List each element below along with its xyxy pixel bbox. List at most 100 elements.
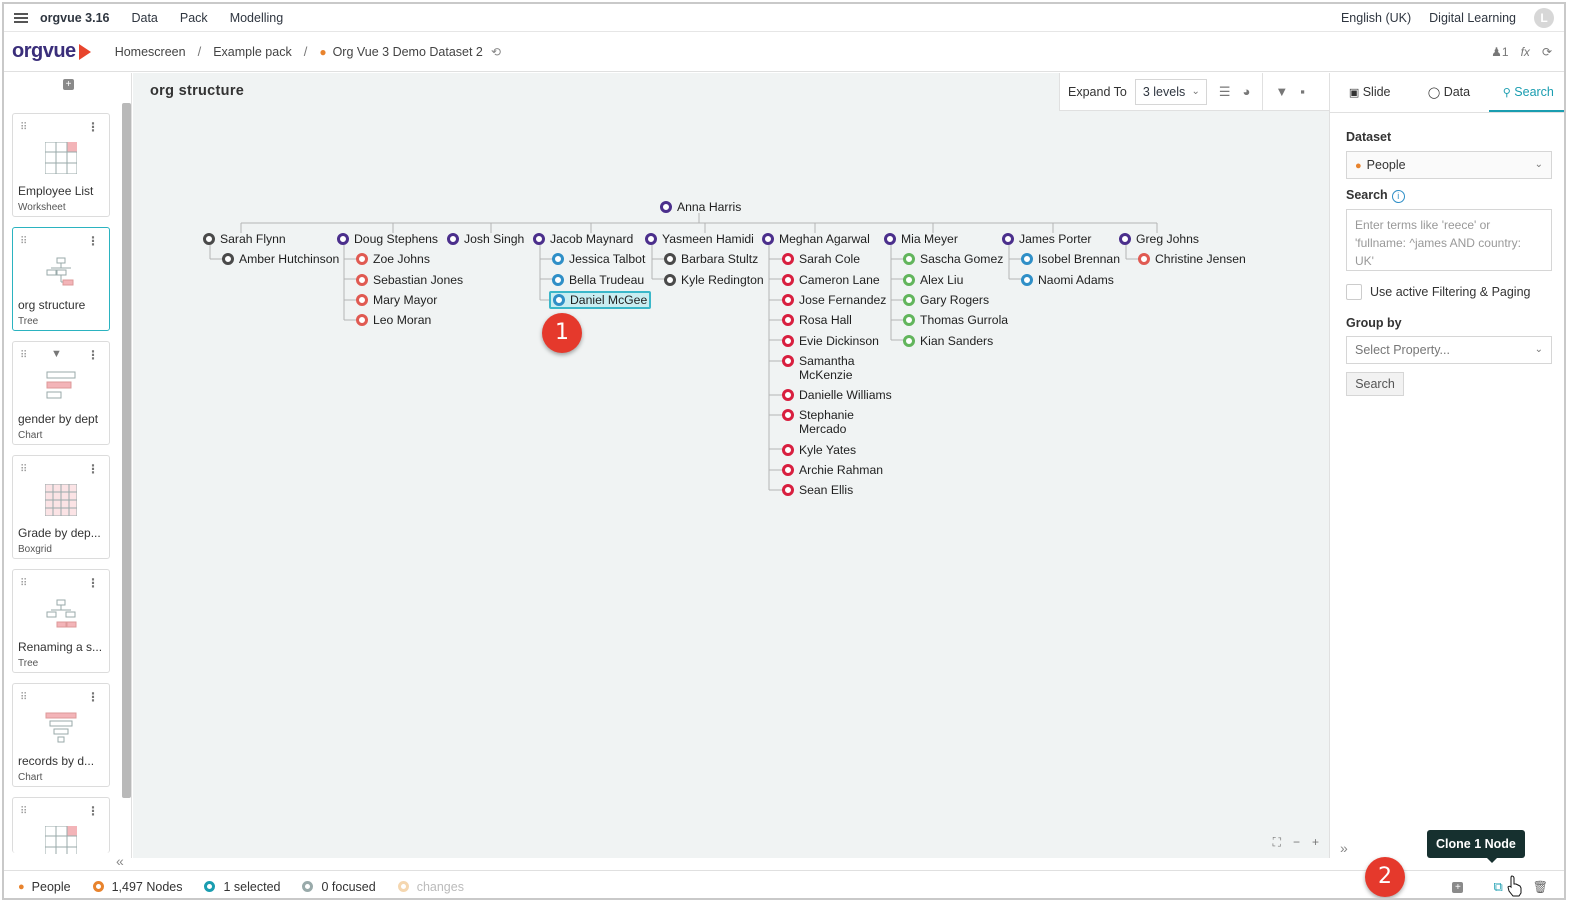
tree-node[interactable]: Zoe Johns: [356, 252, 430, 266]
drag-handle-icon[interactable]: ⠿: [20, 806, 27, 817]
tree-node[interactable]: Mary Mayor: [356, 293, 437, 307]
slide-card-grade-by-dept[interactable]: ⠿ ⋮ Grade by dep... Boxgrid: [12, 455, 110, 559]
tree-node[interactable]: Christine Jensen: [1138, 252, 1246, 266]
filtering-checkbox[interactable]: [1346, 284, 1362, 300]
search-button[interactable]: Search: [1346, 372, 1404, 396]
info-icon[interactable]: i: [1391, 190, 1405, 203]
menu-modelling[interactable]: Modelling: [229, 10, 284, 25]
kebab-menu-icon[interactable]: ⋮: [87, 120, 99, 134]
delete-icon[interactable]: 🗑: [1532, 880, 1548, 894]
zoom-out-icon[interactable]: −: [1292, 835, 1300, 849]
tree-canvas[interactable]: org structure Expand To 3 levels ⌄ ☰ ◕ ▼…: [133, 72, 1329, 858]
slide-card-records-by-dept[interactable]: ⠿ ⋮ records by d... Chart: [12, 683, 110, 787]
tree-node[interactable]: Leo Moran: [356, 313, 431, 327]
hamburger-menu-icon[interactable]: [14, 12, 28, 23]
tree-node[interactable]: Gary Rogers: [903, 293, 989, 307]
formula-icon[interactable]: fx: [1520, 45, 1530, 59]
add-slide-icon[interactable]: +: [63, 79, 74, 90]
tree-node[interactable]: James Porter: [1002, 232, 1091, 246]
tab-data[interactable]: ◯ Data: [1409, 73, 1488, 112]
palette-icon[interactable]: ◕: [1242, 84, 1251, 99]
digital-learning-link[interactable]: Digital Learning: [1429, 11, 1516, 25]
drag-handle-icon[interactable]: ⠿: [20, 578, 27, 589]
tree-node[interactable]: Alex Liu: [903, 273, 963, 287]
tree-node[interactable]: Sarah Flynn: [203, 232, 286, 246]
add-node-icon[interactable]: +: [1452, 881, 1464, 893]
menu-data[interactable]: Data: [131, 10, 158, 25]
comment-icon[interactable]: ▪: [1300, 84, 1305, 99]
tab-search[interactable]: ⚲ Search: [1488, 73, 1564, 112]
drag-handle-icon[interactable]: ⠿: [20, 350, 27, 361]
users-icon[interactable]: ♟1: [1491, 45, 1509, 59]
tree-node[interactable]: Kyle Redington: [664, 273, 764, 287]
dataset-select[interactable]: ●People ⌄: [1346, 151, 1552, 179]
list-icon[interactable]: ☰: [1218, 83, 1231, 99]
tree-node[interactable]: Sarah Cole: [782, 252, 860, 266]
avatar[interactable]: L: [1534, 8, 1554, 28]
sync-icon[interactable]: ⟳: [1541, 45, 1552, 59]
tree-node[interactable]: Samantha McKenzie: [782, 354, 869, 382]
tree-node[interactable]: Rosa Hall: [782, 313, 852, 327]
fit-to-screen-icon[interactable]: ⛶: [1272, 835, 1281, 849]
sidebar-scrollbar[interactable]: [122, 103, 131, 798]
drag-handle-icon[interactable]: ⠿: [20, 236, 27, 247]
menu-pack[interactable]: Pack: [179, 10, 208, 25]
kebab-menu-icon[interactable]: ⋮: [87, 804, 99, 818]
zoom-in-icon[interactable]: +: [1311, 835, 1319, 849]
tree-node[interactable]: Meghan Agarwal: [762, 232, 870, 246]
group-by-select[interactable]: Select Property... ⌄: [1346, 336, 1552, 364]
tree-node[interactable]: Kian Sanders: [903, 334, 993, 348]
status-nodes[interactable]: 1,497 Nodes: [92, 880, 182, 894]
slide-card-org-structure[interactable]: ⠿ ⋮ org structure Tree: [12, 227, 110, 331]
tree-node[interactable]: Josh Singh: [447, 232, 524, 246]
tree-node-selected[interactable]: Daniel McGee: [549, 291, 652, 309]
tree-node[interactable]: Danielle Williams: [782, 388, 892, 402]
tree-node[interactable]: Jessica Talbot: [552, 252, 645, 266]
tree-node[interactable]: Bella Trudeau: [552, 273, 644, 287]
tree-node[interactable]: Sebastian Jones: [356, 273, 463, 287]
drag-handle-icon[interactable]: ⠿: [20, 692, 27, 703]
tree-node[interactable]: Mia Meyer: [884, 232, 958, 246]
breadcrumb-dataset[interactable]: Org Vue 3 Demo Dataset 2: [332, 44, 483, 59]
tree-node[interactable]: Isobel Brennan: [1021, 252, 1120, 266]
drag-handle-icon[interactable]: ⠿: [20, 464, 27, 475]
kebab-menu-icon[interactable]: ⋮: [87, 690, 99, 704]
tree-node[interactable]: Naomi Adams: [1021, 273, 1114, 287]
tree-node[interactable]: Jacob Maynard: [533, 232, 633, 246]
kebab-menu-icon[interactable]: ⋮: [87, 576, 99, 590]
language-selector[interactable]: English (UK): [1340, 11, 1412, 25]
tree-node[interactable]: Barbara Stultz: [664, 252, 758, 266]
tree-node[interactable]: Sascha Gomez: [903, 252, 1003, 266]
tree-node[interactable]: Sean Ellis: [782, 483, 853, 497]
breadcrumb-example-pack[interactable]: Example pack: [213, 44, 292, 59]
slide-card-renaming[interactable]: ⠿ ⋮ Renaming a s... Tree: [12, 569, 110, 673]
status-focused[interactable]: 0 focused: [302, 880, 376, 894]
expand-levels-select[interactable]: 3 levels ⌄: [1134, 78, 1207, 105]
tree-node[interactable]: Jose Fernandez: [782, 293, 886, 307]
tab-slide[interactable]: ▣ Slide: [1330, 73, 1409, 112]
kebab-menu-icon[interactable]: ⋮: [87, 348, 99, 362]
tree-node[interactable]: Archie Rahman: [782, 463, 883, 477]
tree-node[interactable]: Thomas Gurrola: [903, 313, 1008, 327]
refresh-icon[interactable]: ⟲: [490, 44, 501, 59]
breadcrumb-homescreen[interactable]: Homescreen: [114, 44, 186, 59]
tree-node-root[interactable]: Anna Harris: [660, 200, 741, 214]
slide-card-gender-by-dept[interactable]: ⠿ ▼ ⋮ gender by dept Chart: [12, 341, 110, 445]
slide-card-partial[interactable]: ⠿ ⋮: [12, 797, 110, 854]
tree-node[interactable]: Greg Johns: [1119, 232, 1199, 246]
expand-panel-icon[interactable]: »: [1340, 840, 1348, 856]
tree-node[interactable]: Kyle Yates: [782, 443, 856, 457]
slide-card-employee-list[interactable]: ⠿ ⋮ Employee List Worksheet: [12, 113, 110, 217]
clone-node-icon[interactable]: ⧉: [1493, 879, 1503, 894]
tree-node[interactable]: Cameron Lane: [782, 273, 880, 287]
orgvue-logo[interactable]: orgvue: [12, 40, 91, 63]
kebab-menu-icon[interactable]: ⋮: [87, 234, 99, 248]
kebab-menu-icon[interactable]: ⋮: [87, 462, 99, 476]
tree-node[interactable]: Stephanie Mercado: [782, 408, 869, 436]
collapse-sidebar-icon[interactable]: «: [116, 853, 124, 869]
search-input[interactable]: Enter terms like 'reece' or 'fullname: ^…: [1346, 209, 1552, 271]
drag-handle-icon[interactable]: ⠿: [20, 122, 27, 133]
tree-node[interactable]: Yasmeen Hamidi: [645, 232, 754, 246]
tree-node[interactable]: Doug Stephens: [337, 232, 438, 246]
tree-node[interactable]: Amber Hutchinson: [222, 252, 339, 266]
